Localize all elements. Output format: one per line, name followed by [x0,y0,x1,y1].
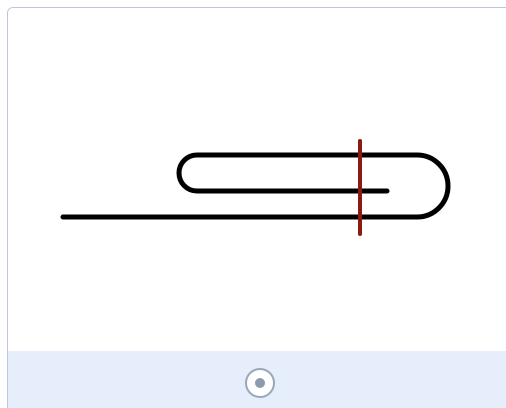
option-image [8,8,506,351]
paperclip-icon [8,8,506,351]
option-footer [8,351,506,408]
radio-selected-dot [255,378,265,388]
paperclip-wire [63,155,448,217]
option-card[interactable] [7,7,506,408]
select-radio-button[interactable] [245,368,275,398]
